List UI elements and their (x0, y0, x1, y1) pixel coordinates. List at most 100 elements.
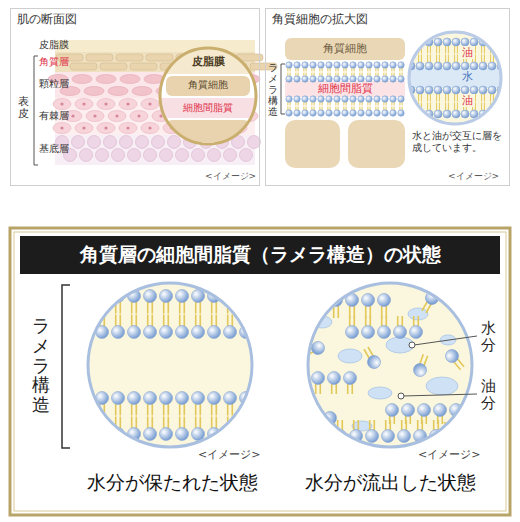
lens-content (407, 38, 503, 118)
lipid-head (208, 392, 221, 405)
lipid-tail (499, 103, 500, 112)
granular-cell (84, 87, 104, 96)
water-drop (338, 349, 362, 363)
lipid-head (294, 76, 300, 82)
lipid-head (366, 96, 372, 102)
lipid-head (497, 38, 503, 46)
vertical-label: 水分 (481, 320, 496, 353)
lipid-head (382, 76, 388, 82)
spinous-cell (119, 123, 137, 134)
spinous-cell (141, 123, 159, 134)
lipid-head (461, 110, 469, 118)
lipid-head (80, 290, 93, 303)
vertical-label: ラメラ構造 (268, 62, 278, 117)
lipid-head (398, 96, 404, 102)
basal-cell (96, 149, 109, 162)
lipid-head (390, 110, 396, 116)
lipid-head (362, 294, 375, 307)
cell-nucleus (71, 114, 74, 117)
lipid-head (334, 110, 340, 116)
spinous-cell (130, 111, 148, 122)
lipid-head (312, 372, 325, 385)
lipid-head (374, 76, 380, 82)
lipid-head (176, 392, 189, 405)
lipid-head (390, 62, 396, 68)
lipid-head (318, 62, 324, 68)
flat-cell (70, 63, 97, 70)
lipid-band (285, 81, 405, 97)
lipid-head (470, 86, 478, 94)
spinous-cell (119, 99, 137, 110)
lipid-head (461, 62, 469, 70)
part-label: <イメージ> (448, 171, 499, 182)
layer-label: 細胞間脂質 (183, 102, 233, 114)
granular-cell (72, 75, 92, 84)
lipid-head (344, 372, 357, 385)
lipid-head (434, 62, 442, 70)
lipid-head (434, 86, 442, 94)
corneocyte (285, 38, 405, 60)
part-label: <イメージ> (198, 448, 260, 461)
lipid-head (434, 404, 447, 417)
lipid-head (418, 404, 431, 417)
basal-cell (192, 149, 205, 162)
lipid-head (294, 110, 300, 116)
lipid-head (302, 62, 308, 68)
lipid-head (176, 326, 189, 339)
title: 角質層の細胞間脂質（ラメラ構造）の状態 (80, 243, 441, 266)
lipid-head (386, 404, 399, 417)
lipid-head (310, 110, 316, 116)
lipid-molecule (412, 353, 432, 379)
lipid-head (294, 96, 300, 102)
lipid-head (443, 110, 451, 118)
lipid-head (176, 290, 189, 303)
basal-cell (208, 149, 221, 162)
lipid-tail (103, 300, 105, 314)
lipid-head (318, 96, 324, 102)
lipid-head (488, 86, 496, 94)
lipid-head (334, 96, 340, 102)
lipid-tail (247, 417, 249, 431)
lipid-head (434, 38, 442, 46)
panel-heading: 角質細胞の拡大図 (272, 12, 368, 26)
basal-cell (80, 149, 93, 162)
lipid-tail (103, 417, 105, 431)
basal-cell (128, 149, 141, 162)
basal-cell (152, 136, 165, 149)
lipid-head (378, 294, 391, 307)
part-label: 皮脂膜 (39, 39, 69, 51)
lipid-head (128, 392, 141, 405)
spinous-cell (97, 99, 115, 110)
lipid-head (240, 290, 253, 303)
lipid-tail (247, 402, 249, 416)
vertical-label: ラメラ構造 (32, 316, 50, 415)
cell-nucleus (159, 114, 162, 117)
cell-nucleus (148, 102, 151, 105)
lipid-tail (412, 44, 413, 53)
panel-frame (10, 228, 510, 515)
lamellar-broken (285, 289, 468, 442)
basal-cell (248, 136, 261, 149)
spinous-cell (75, 123, 93, 134)
figure-panel: 皮脂膜角質細胞細胞間脂質肌の断面図 (10, 8, 260, 186)
lipid-head (416, 86, 424, 94)
lipid-head (286, 76, 292, 82)
lipid-tail (83, 315, 85, 329)
lipid-head (342, 62, 348, 68)
lipid-head (390, 76, 396, 82)
layer-label: 油 (460, 94, 475, 107)
lipid-head (224, 326, 237, 339)
cell-nucleus (93, 114, 96, 117)
lipid-head (488, 62, 496, 70)
spinous-cell (97, 123, 115, 134)
title-bar (20, 236, 500, 274)
lipid-head (286, 96, 292, 102)
lipid-tail (409, 103, 410, 112)
spinous-cell (75, 99, 93, 110)
caption-text: 水分が流出した状態 (305, 471, 476, 494)
lipid-tail (83, 417, 85, 431)
lipid-head (302, 96, 308, 102)
basal-cell (160, 149, 173, 162)
vertical-label: 油分 (481, 378, 496, 411)
lipid-head (310, 62, 316, 68)
